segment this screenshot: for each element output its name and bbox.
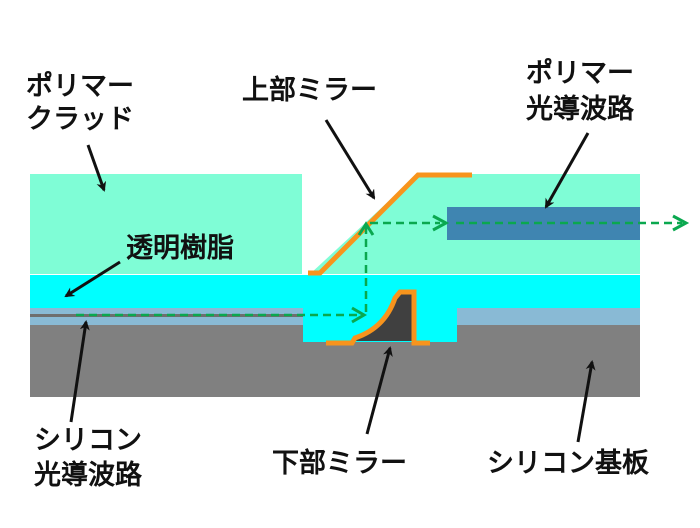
label-transparent-resin: 透明樹脂 <box>126 233 234 264</box>
arrow-polymer-waveguide <box>544 132 590 209</box>
upper-mirror <box>308 172 472 276</box>
arrow-lower-mirror <box>365 346 393 435</box>
arrow-upper-mirror <box>324 119 376 200</box>
lower-mirror-body <box>352 294 414 341</box>
arrow-transparent-resin <box>64 260 121 298</box>
lower-mirror <box>326 289 430 346</box>
silicon-waveguide <box>30 314 303 317</box>
arrowhead-up <box>357 221 375 236</box>
label-polymer-waveguide-line1: ポリマー <box>526 58 634 89</box>
arrow-polymer-clad <box>86 144 107 192</box>
label-polymer-clad-line2: クラッド <box>26 104 134 135</box>
pointer-arrows <box>64 119 596 443</box>
arrowhead-right-1 <box>351 306 367 324</box>
label-silicon-substrate: シリコン基板 <box>487 448 649 479</box>
arrow-silicon-waveguide <box>69 320 90 423</box>
transparent-resin <box>30 275 640 342</box>
arrowhead-right-2 <box>432 214 450 232</box>
label-polymer-clad-line1: ポリマー <box>26 71 134 102</box>
box-layer-right <box>457 308 640 325</box>
light-path-arrowheads <box>351 214 690 324</box>
arrowhead-right-3 <box>672 214 690 232</box>
light-path <box>76 221 682 317</box>
label-upper-mirror: 上部ミラー <box>242 74 377 106</box>
polymer-waveguide <box>447 207 640 240</box>
label-silicon-waveguide-line2: 光導波路 <box>33 459 143 491</box>
arrow-silicon-substrate <box>576 360 596 443</box>
label-polymer-waveguide-line2: 光導波路 <box>525 93 635 125</box>
label-silicon-waveguide-line1: シリコン <box>34 425 142 456</box>
label-lower-mirror: 下部ミラー <box>272 447 407 479</box>
polymer-clad-left <box>30 174 302 274</box>
